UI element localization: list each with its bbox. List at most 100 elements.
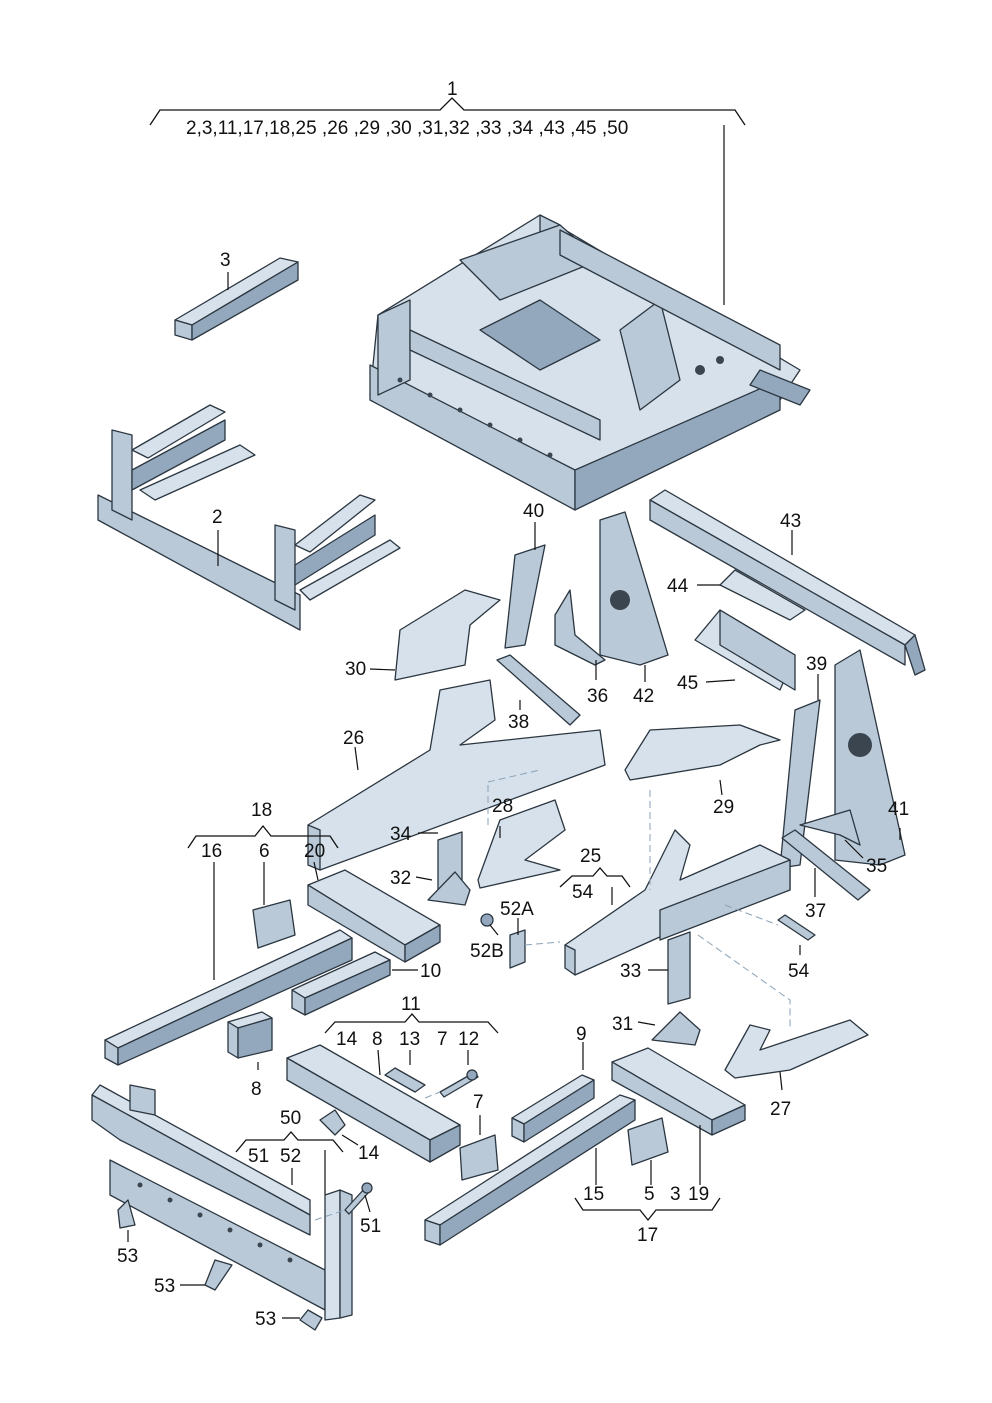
label-39: 39	[806, 654, 827, 675]
part-8-block: 8	[227, 1011, 273, 1100]
label-6: 6	[259, 841, 270, 862]
part-12-bolt	[424, 1069, 479, 1099]
label-44: 44	[667, 576, 689, 597]
label-53-b: 53	[154, 1276, 175, 1297]
label-8-top: 8	[372, 1029, 383, 1050]
label-34: 34	[390, 824, 412, 845]
part-36: 36	[554, 589, 608, 707]
label-7-lower: 7	[473, 1092, 484, 1113]
part-45: 45	[677, 609, 796, 694]
label-42: 42	[633, 686, 654, 707]
part-16-rail	[104, 929, 353, 1066]
part-31: 31	[612, 1011, 701, 1046]
part-17-group: 15 5 3 19 17	[574, 1125, 721, 1246]
label-13: 13	[399, 1029, 420, 1050]
label-10: 10	[420, 961, 441, 982]
label-30: 30	[345, 659, 366, 680]
label-33: 33	[620, 961, 641, 982]
part-30: 30	[345, 589, 501, 681]
part-2-rear-frame: 2	[97, 404, 401, 631]
part-40: 40	[504, 501, 546, 649]
part-25-crossmember: 25 54	[559, 829, 791, 976]
label-26: 26	[343, 728, 364, 749]
part-20-box	[307, 869, 441, 963]
part-38: 38	[496, 654, 581, 733]
top-callout: 1 2,3,11,17,18,25 ,26 ,29 ,30 ,31,32 ,33…	[149, 79, 746, 305]
part-44: 44	[667, 569, 806, 621]
part-51-bolt: 51	[314, 1182, 381, 1237]
label-52a: 52A	[500, 899, 534, 920]
part-54-pin: 54	[724, 904, 816, 982]
part-35: 35	[799, 809, 887, 877]
label-14-lower: 14	[358, 1143, 380, 1164]
label-53-c: 53	[255, 1309, 276, 1330]
label-12: 12	[458, 1029, 479, 1050]
part-53-bracket-1: 53	[117, 1199, 138, 1267]
label-38: 38	[508, 712, 529, 733]
label-2: 2	[212, 507, 223, 528]
label-54-right: 54	[788, 961, 810, 982]
label-40: 40	[523, 501, 544, 522]
label-52: 52	[280, 1146, 301, 1167]
label-52b: 52B	[470, 941, 504, 962]
part-42: 42	[599, 511, 669, 707]
part-11-group: 11 14 8 13 7 12	[324, 994, 499, 1076]
part-6	[252, 899, 296, 949]
label-5: 5	[644, 1184, 655, 1205]
part-13	[384, 1067, 426, 1093]
part-7: 7	[459, 1092, 499, 1181]
part-41: 41	[834, 649, 909, 866]
label-8-lower: 8	[251, 1079, 262, 1100]
label-28: 28	[492, 796, 513, 817]
part-52-bracket: 52A 52B	[470, 899, 561, 969]
label-19: 19	[688, 1184, 709, 1205]
label-7-top: 7	[437, 1029, 448, 1050]
callout-1-list: 2,3,11,17,18,25 ,26 ,29 ,30 ,31,32 ,33 ,…	[186, 118, 628, 139]
label-9: 9	[576, 1024, 587, 1045]
part-15-rail	[424, 1094, 636, 1246]
label-50: 50	[280, 1108, 301, 1129]
part-1-main-frame	[369, 214, 811, 511]
part-43-rail: 43	[649, 489, 926, 676]
part-53-bracket-2: 53	[154, 1259, 233, 1297]
label-16: 16	[201, 841, 222, 862]
part-14: 14	[319, 1109, 380, 1164]
label-20: 20	[304, 841, 325, 862]
label-41: 41	[888, 799, 909, 820]
part-3-tube: 3	[174, 250, 299, 341]
part-9: 9	[511, 1024, 595, 1143]
label-45: 45	[677, 673, 698, 694]
rear-crossmember-upper	[91, 1084, 311, 1236]
part-29: 29	[624, 724, 781, 818]
label-53-a: 53	[117, 1246, 138, 1267]
label-29: 29	[713, 797, 734, 818]
label-32: 32	[390, 868, 411, 889]
part-37: 37	[781, 829, 871, 922]
label-3-lower: 3	[670, 1184, 681, 1205]
label-43: 43	[780, 511, 801, 532]
label-25: 25	[580, 846, 601, 867]
part-27: 27	[649, 790, 869, 1120]
part-8-tube	[286, 1044, 461, 1163]
label-27: 27	[770, 1099, 791, 1120]
rear-panel-lower	[109, 1159, 353, 1321]
label-17: 17	[637, 1225, 658, 1246]
part-10: 10	[291, 951, 441, 1016]
part-50-group: 50 51 52	[235, 1108, 344, 1195]
part-18-group: 18 16 6 20	[187, 800, 339, 980]
label-54-top: 54	[572, 882, 594, 903]
part-32: 32	[390, 868, 471, 906]
label-3: 3	[220, 250, 231, 271]
part-28: 28	[477, 769, 566, 889]
label-36: 36	[587, 686, 608, 707]
label-51-top: 51	[248, 1146, 269, 1167]
label-37: 37	[805, 901, 826, 922]
part-53-bracket-3: 53	[255, 1309, 323, 1331]
label-51-lower: 51	[360, 1216, 381, 1237]
part-33: 33	[620, 931, 691, 1005]
label-35: 35	[866, 856, 887, 877]
callout-1: 1	[447, 79, 458, 100]
label-14-top: 14	[336, 1029, 358, 1050]
part-5	[627, 1117, 669, 1166]
